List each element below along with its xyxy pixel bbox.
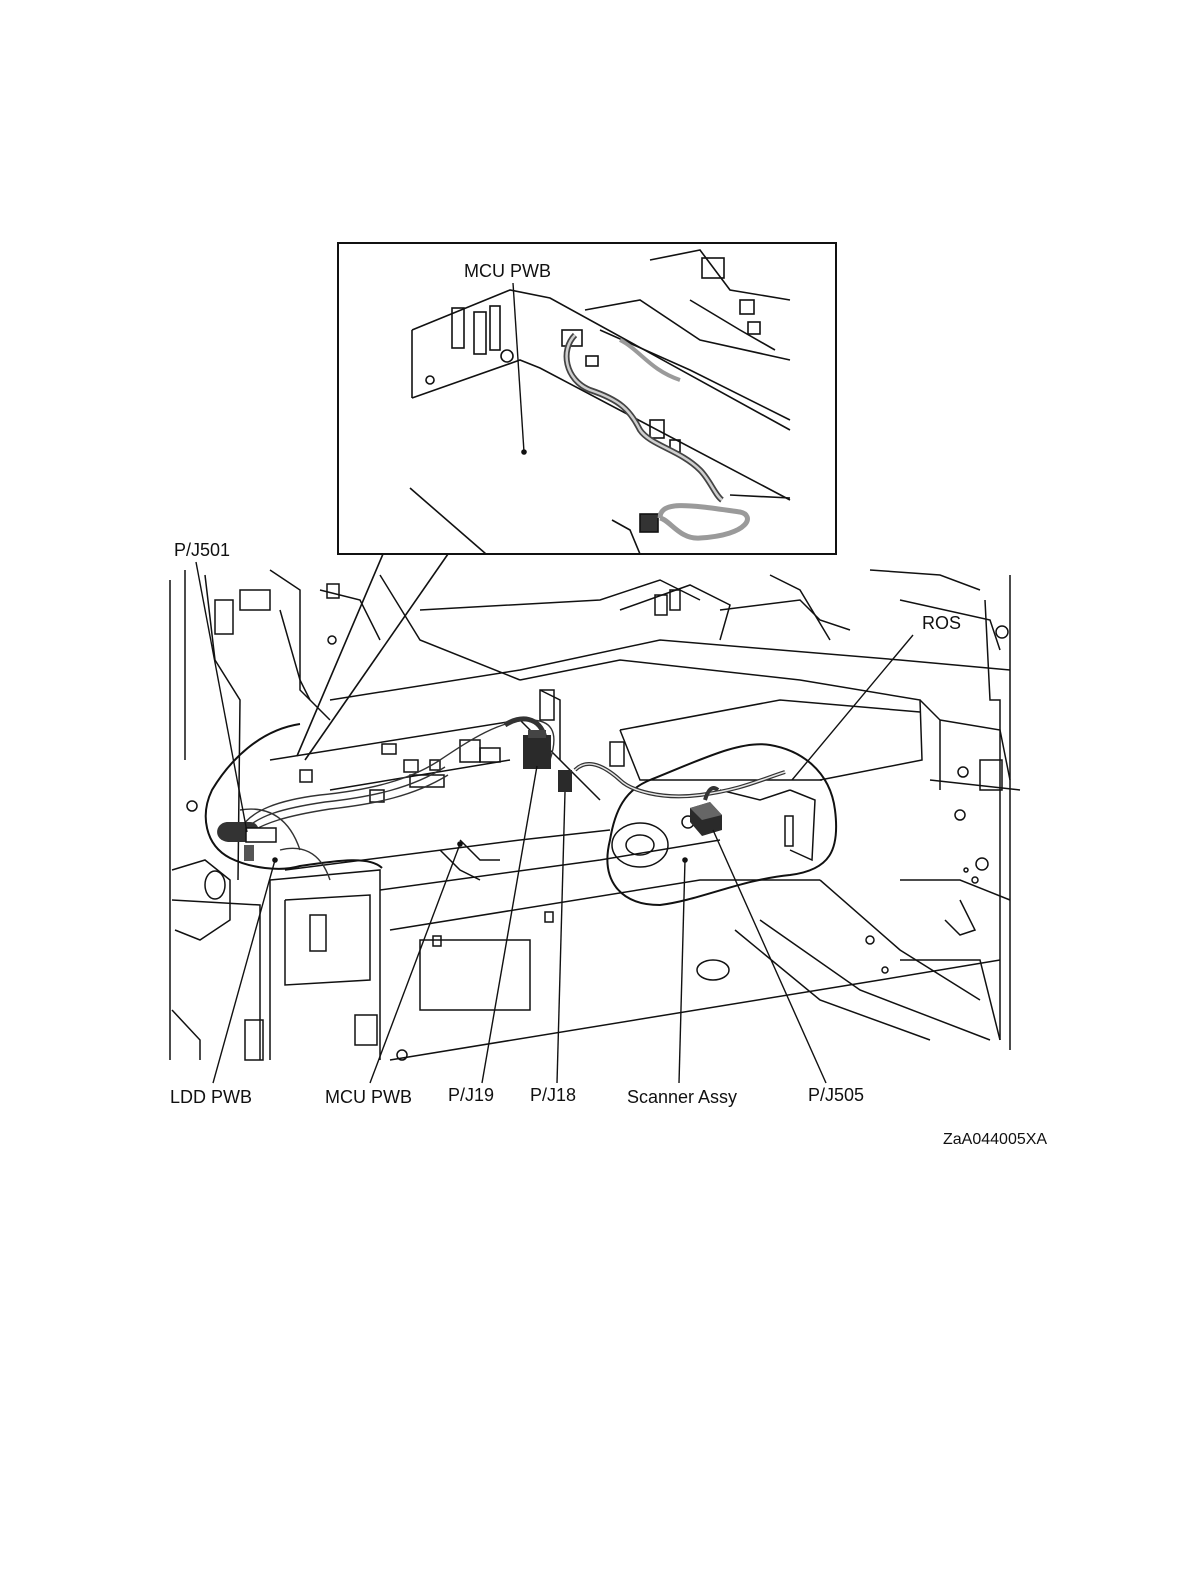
figure-code: ZaA044005XA bbox=[943, 1132, 1047, 1148]
inset-detail-view bbox=[338, 243, 836, 554]
label-pj501: P/J501 bbox=[174, 541, 230, 559]
label-pj19: P/J19 bbox=[448, 1086, 494, 1104]
label-pj505: P/J505 bbox=[808, 1086, 864, 1104]
label-ldd-pwb: LDD PWB bbox=[170, 1088, 252, 1106]
leader-scanner-assy bbox=[679, 857, 688, 1083]
inset-leader-mcu-pwb bbox=[513, 283, 527, 455]
connector-pj18 bbox=[558, 770, 572, 792]
connector-pj19 bbox=[523, 730, 551, 769]
leader-mcu-pwb bbox=[370, 841, 463, 1083]
label-ros: ROS bbox=[922, 614, 961, 632]
leader-pj505 bbox=[713, 830, 826, 1083]
inset-label-mcu-pwb: MCU PWB bbox=[464, 262, 551, 280]
label-mcu-pwb: MCU PWB bbox=[325, 1088, 412, 1106]
connector-pj505 bbox=[690, 802, 722, 836]
main-cables bbox=[240, 719, 785, 880]
inset-callout-tail bbox=[297, 554, 448, 760]
label-pj18: P/J18 bbox=[530, 1086, 576, 1104]
label-scanner-assy: Scanner Assy bbox=[627, 1088, 737, 1106]
leader-pj19 bbox=[482, 766, 537, 1083]
